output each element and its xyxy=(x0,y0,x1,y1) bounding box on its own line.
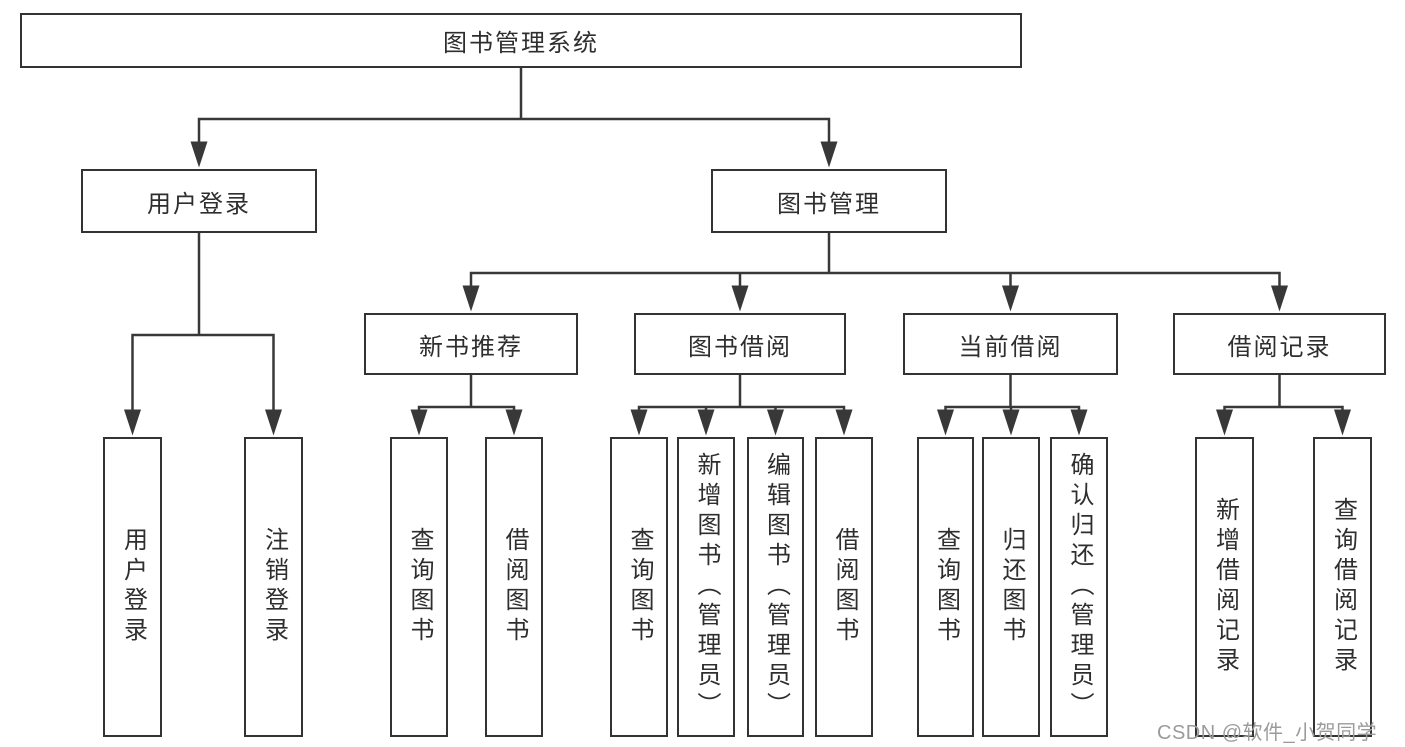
arrow-down-icon xyxy=(1070,409,1088,436)
leaf-cb-query-book: 查询图书 xyxy=(917,437,974,737)
arrow-down-icon xyxy=(767,409,784,436)
node-label: 当前借阅 xyxy=(958,333,1063,361)
node-label: 图书借阅 xyxy=(688,333,792,361)
node-book-borrowing: 图书借阅 xyxy=(634,313,846,375)
node-borrowing-records: 借阅记录 xyxy=(1173,313,1386,375)
node-label: 用户登录 xyxy=(147,190,251,218)
node-label: 新书推荐 xyxy=(419,333,523,361)
node-label: 图书管理系统 xyxy=(443,30,599,57)
leaf-bb-add-book-admin: 新增图书（管理员） xyxy=(677,437,735,737)
arrow-down-icon xyxy=(1216,409,1233,436)
leaf-logout: 注销登录 xyxy=(244,437,303,737)
connector-new-book-children xyxy=(410,375,523,436)
connector-book-borrowing-children xyxy=(630,375,853,436)
node-new-book-recommend: 新书推荐 xyxy=(364,313,578,375)
leaf-nb-query-book: 查询图书 xyxy=(390,437,448,737)
arrow-down-icon xyxy=(937,409,954,436)
arrow-down-icon xyxy=(1002,285,1019,312)
arrow-down-icon xyxy=(1334,409,1351,436)
node-label: 查询图书 xyxy=(626,527,653,647)
node-label: 查询图书 xyxy=(932,527,960,647)
leaf-br-query-record: 查询借阅记录 xyxy=(1313,437,1372,737)
arrow-down-icon xyxy=(820,141,838,168)
arrow-down-icon xyxy=(124,409,141,436)
leaf-user-login: 用户登录 xyxy=(103,437,162,737)
node-label: 确认归还（管理员） xyxy=(1066,452,1093,722)
node-label: 用户登录 xyxy=(119,527,147,647)
node-user-login: 用户登录 xyxy=(81,169,317,233)
arrow-down-icon xyxy=(410,409,428,436)
arrow-down-icon xyxy=(697,409,715,436)
arrow-down-icon xyxy=(190,141,208,168)
leaf-bb-query-book: 查询图书 xyxy=(610,437,668,737)
arrow-down-icon xyxy=(1271,285,1288,312)
arrow-down-icon xyxy=(1002,409,1020,436)
node-label: 借阅图书 xyxy=(831,527,858,647)
node-book-management: 图书管理 xyxy=(711,169,947,233)
connector-borrowing-records-children xyxy=(1216,375,1351,436)
node-label: 注销登录 xyxy=(260,527,288,647)
leaf-cb-confirm-return-admin: 确认归还（管理员） xyxy=(1050,437,1108,737)
node-label: 借阅图书 xyxy=(501,527,528,647)
node-label: 新增图书（管理员） xyxy=(693,452,720,722)
leaf-bb-borrow-book: 借阅图书 xyxy=(815,437,873,737)
leaf-cb-return-book: 归还图书 xyxy=(982,437,1040,737)
node-label: 图书管理 xyxy=(777,190,881,218)
node-label: 查询借阅记录 xyxy=(1329,497,1357,677)
arrow-down-icon xyxy=(835,409,853,436)
leaf-br-add-record: 新增借阅记录 xyxy=(1195,437,1254,737)
leaf-nb-borrow-book: 借阅图书 xyxy=(485,437,543,737)
arrow-down-icon xyxy=(630,409,648,436)
connector-current-borrowing-children xyxy=(937,375,1088,436)
csdn-watermark: CSDN @软件_小贺同学 xyxy=(1157,722,1378,744)
node-label: 新增借阅记录 xyxy=(1211,497,1239,677)
arrow-down-icon xyxy=(505,409,523,436)
leaf-bb-edit-book-admin: 编辑图书（管理员） xyxy=(747,437,804,737)
node-current-borrowing: 当前借阅 xyxy=(903,313,1118,375)
node-label: 编辑图书（管理员） xyxy=(762,452,790,722)
node-root: 图书管理系统 xyxy=(20,13,1022,68)
connector-root-to-level2 xyxy=(190,68,838,168)
connector-user-login-children xyxy=(124,233,282,436)
node-label: 借阅记录 xyxy=(1227,333,1332,361)
arrow-down-icon xyxy=(265,409,282,436)
node-label: 归还图书 xyxy=(998,527,1025,647)
arrow-down-icon xyxy=(731,285,749,312)
connector-book-management-children xyxy=(462,233,1288,312)
node-label: 查询图书 xyxy=(406,527,433,647)
arrow-down-icon xyxy=(462,285,480,312)
